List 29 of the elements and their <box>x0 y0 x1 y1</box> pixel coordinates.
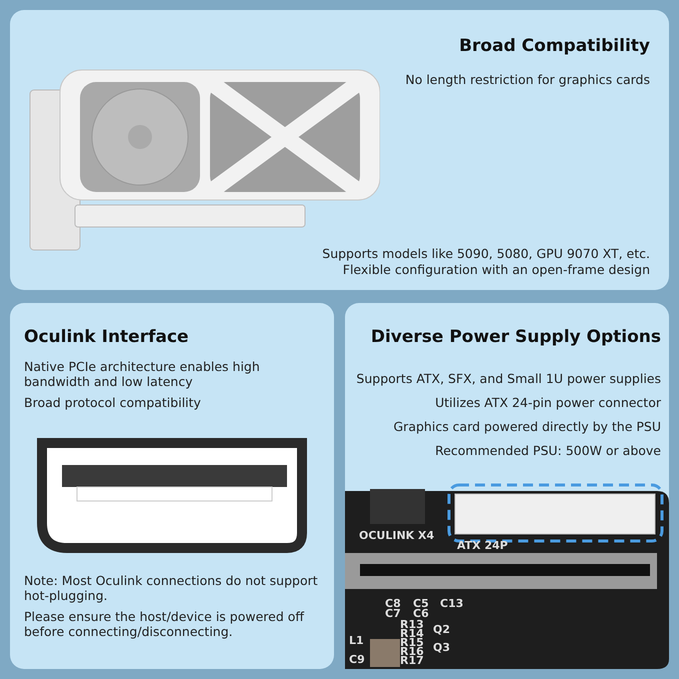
feature-text: Supports ATX, SFX, and Small 1U power supplies <box>355 371 661 386</box>
silkscreen-label: C6 <box>413 607 429 620</box>
feature-text: Supports models like 5090, 5080, GPU 9070 XT, etc. <box>321 246 650 261</box>
feature-text: Please ensure the host/device is powered off before connecting/disconnecting. <box>24 609 306 639</box>
silkscreen-label: OCULINK X4 <box>359 529 434 542</box>
feature-text: No length restriction for graphics cards <box>404 72 650 87</box>
silkscreen-label: ATX 24P <box>457 539 508 552</box>
silkscreen-label: C9 <box>349 653 365 666</box>
feature-text: Recommended PSU: 500W or above <box>434 443 661 458</box>
silkscreen-label: L1 <box>349 634 364 647</box>
feature-panel <box>345 303 669 669</box>
feature-text: Utilizes ATX 24-pin power connector <box>434 395 661 410</box>
silkscreen-label: C7 <box>385 607 401 620</box>
silkscreen-label: Q3 <box>433 641 450 654</box>
feature-panel <box>10 10 669 290</box>
feature-panel <box>10 303 334 669</box>
silkscreen-label: R17 <box>400 654 424 667</box>
silkscreen-label: Q2 <box>433 623 450 636</box>
silkscreen-label: C13 <box>440 597 464 610</box>
panel-heading: Oculink Interface <box>24 327 190 347</box>
feature-text: Native PCIe architecture enables high bandwidth and low latency <box>24 359 261 389</box>
panel-heading: Broad Compatibility <box>458 36 650 56</box>
feature-text: Note: Most Oculink connections do not support hot-plugging. <box>24 573 319 603</box>
panel-heading: Diverse Power Supply Options <box>370 327 661 347</box>
feature-text: Graphics card powered directly by the PSU <box>392 419 661 434</box>
feature-text: Flexible configuration with an open-frame design <box>342 262 650 277</box>
feature-text: Broad protocol compatibility <box>24 395 202 410</box>
silkscreen-label: C5 <box>413 597 429 610</box>
silkscreen-label: C8 <box>385 597 401 610</box>
